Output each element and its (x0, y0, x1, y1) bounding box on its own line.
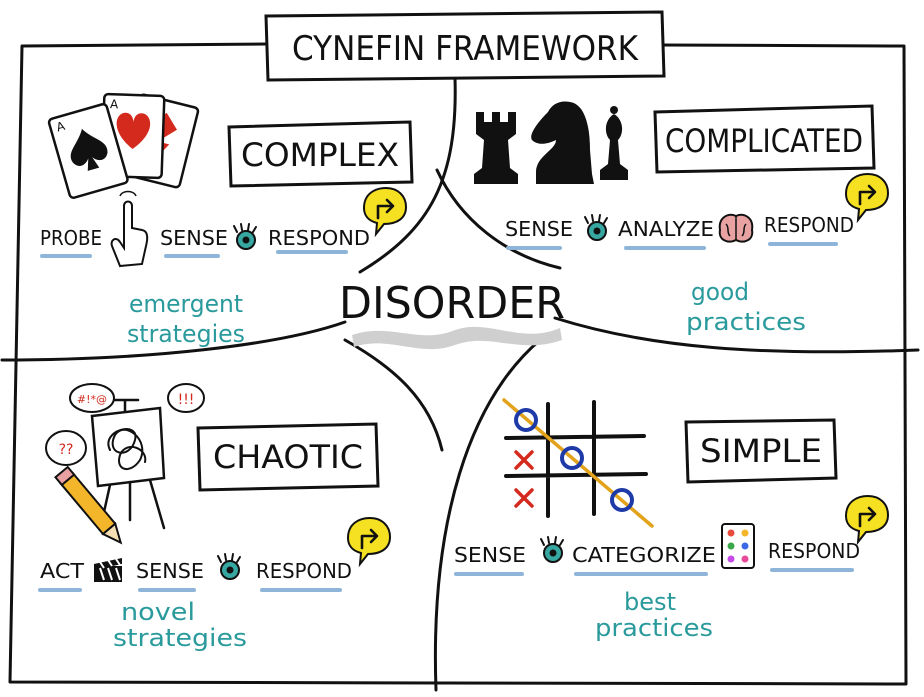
complicated-practice-line2: practices (686, 308, 806, 336)
chaotic-step-sense: SENSE (136, 559, 204, 583)
simple-title-box (684, 418, 838, 484)
complex-title-box (227, 120, 414, 188)
complex-practice-line2: strategies (127, 320, 245, 348)
quadrant-simple: SIMPLE SENSE CATEGORIZE RESPOND best pra… (454, 398, 890, 642)
respond-arrow-icon (362, 186, 408, 236)
respond-arrow-icon (346, 516, 392, 566)
complex-step-respond: RESPOND (268, 226, 370, 250)
simple-practice-line1: best (624, 588, 676, 616)
chess-pieces-icon (474, 101, 628, 184)
divider-curve-left (0, 320, 347, 362)
chaotic-title: CHAOTIC (213, 438, 363, 476)
pointing-hand-icon (110, 190, 149, 268)
disorder-scribble (352, 326, 562, 350)
clapperboard-icon (94, 558, 122, 582)
complicated-step-respond: RESPOND (764, 213, 854, 237)
divider-curve-right (553, 316, 920, 354)
chaotic-title-box (196, 422, 380, 492)
speech-bubble-curse: #!*@ (69, 383, 115, 413)
bubble-exclaim-text: !!! (178, 392, 195, 408)
board-mark-x (514, 488, 534, 508)
color-palette-icon (721, 523, 755, 569)
simple-step-respond: RESPOND (768, 539, 860, 563)
complex-practice-line1: emergent (129, 290, 243, 318)
complex-step-probe: PROBE (40, 226, 102, 250)
quadrant-complex: A A A COMPLEX PROBE SENSE RESPOND (40, 92, 414, 348)
respond-arrow-icon (844, 494, 890, 544)
complicated-title-box (653, 104, 876, 174)
board-mark-o (560, 446, 584, 470)
eye-icon (233, 223, 257, 250)
divider-curve-top-right (435, 168, 562, 270)
complicated-title: COMPLICATED (665, 122, 863, 160)
bishop-icon (600, 106, 628, 180)
brain-icon (718, 213, 754, 243)
card-letter: A (110, 97, 119, 111)
board-mark-o (610, 488, 634, 512)
complicated-step-sense: SENSE (505, 217, 573, 241)
speech-bubble-exclaim: !!! (167, 383, 205, 413)
board-mark-x (514, 450, 534, 470)
tic-tac-toe-icon (502, 398, 654, 528)
chaotic-step-act: ACT (40, 559, 85, 583)
simple-title: SIMPLE (700, 432, 822, 470)
chaotic-practice-line2: strategies (113, 624, 247, 652)
disorder-label: DISORDER (339, 278, 565, 329)
divider-curve-bottom-left (343, 338, 444, 452)
complicated-practice-line1: good (691, 278, 749, 306)
knight-icon (531, 101, 594, 184)
eye-icon (217, 553, 241, 580)
complex-title: COMPLEX (241, 136, 399, 174)
pencil-icon (54, 465, 123, 545)
eye-icon (540, 536, 564, 563)
speech-bubble-question: ?? (45, 430, 87, 466)
board-mark-o (514, 408, 538, 432)
simple-practice-line2: practices (595, 614, 713, 642)
diagram-title: CYNEFIN FRAMEWORK (292, 29, 640, 69)
quadrant-chaotic: ?? #!*@ !!! CHAOTIC ACT SENSE RESPOND no… (38, 383, 392, 652)
complicated-step-analyze: ANALYZE (618, 217, 714, 241)
eye-icon (584, 214, 608, 241)
chaotic-practice-line1: novel (121, 598, 195, 626)
bubble-question-text: ?? (59, 442, 74, 458)
complex-step-sense: SENSE (160, 226, 228, 250)
rook-icon (474, 112, 518, 184)
bubble-curse-text: #!*@ (77, 393, 107, 406)
title-box (264, 10, 666, 82)
divider-curve-top (358, 76, 457, 274)
simple-step-sense: SENSE (454, 543, 526, 567)
playing-cards-icon: A A A (47, 92, 200, 199)
divider-curve-bottom (433, 338, 542, 692)
chaotic-step-respond: RESPOND (256, 559, 352, 583)
quadrant-complicated: COMPLICATED SENSE ANALYZE RESPOND good p… (474, 101, 890, 336)
simple-step-categorize: CATEGORIZE (572, 543, 716, 567)
outer-frame (8, 42, 908, 686)
